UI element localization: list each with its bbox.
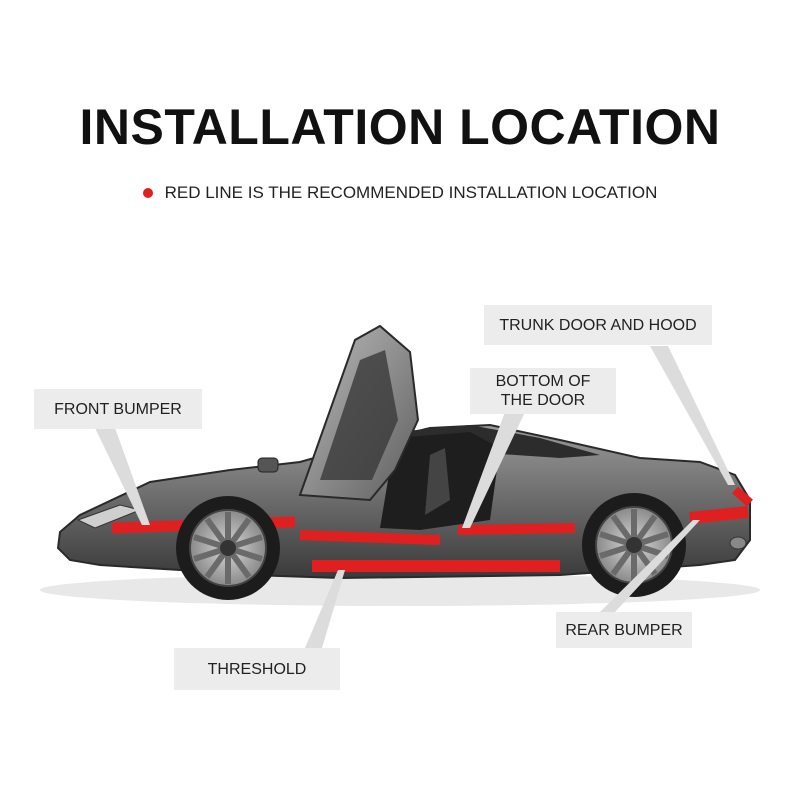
- subtitle-row: RED LINE IS THE RECOMMENDED INSTALLATION…: [0, 183, 800, 203]
- exhaust: [729, 536, 747, 550]
- seat: [425, 448, 450, 515]
- leader-trunk: [650, 346, 735, 485]
- subtitle-text: RED LINE IS THE RECOMMENDED INSTALLATION…: [164, 183, 658, 202]
- side-mirror: [257, 457, 279, 473]
- label-front-bumper: FRONT BUMPER: [34, 389, 202, 429]
- page-title: INSTALLATION LOCATION: [79, 99, 721, 155]
- label-trunk-door-hood: TRUNK DOOR AND HOOD: [484, 305, 712, 345]
- leader-bottom-door: [462, 412, 525, 528]
- red-line-rear-bumper: [689, 506, 749, 524]
- leader-threshold: [305, 570, 345, 648]
- leader-rear-bumper: [600, 520, 700, 612]
- red-line-bottom-door-right: [457, 523, 576, 535]
- label-threshold: THRESHOLD: [174, 648, 340, 690]
- front-wheel: [176, 496, 280, 600]
- red-dot-icon: [142, 188, 153, 198]
- label-bottom-of-door: BOTTOM OF THE DOOR: [470, 368, 616, 414]
- red-line-bottom-door-left: [299, 530, 441, 545]
- label-rear-bumper: REAR BUMPER: [556, 612, 692, 648]
- door-window: [320, 350, 398, 480]
- leader-front-bumper: [95, 428, 150, 525]
- red-line-trunk: [732, 486, 753, 507]
